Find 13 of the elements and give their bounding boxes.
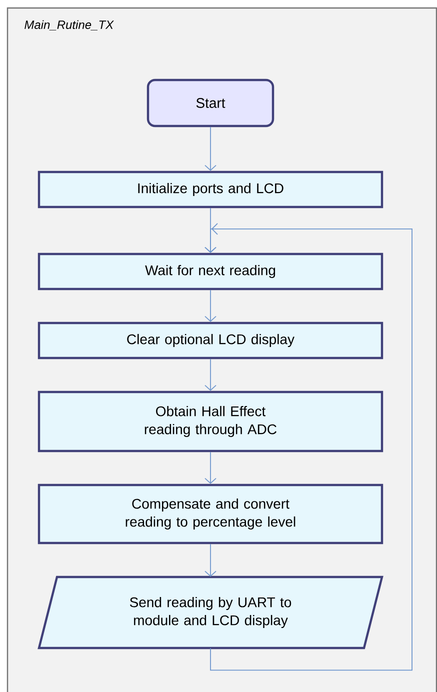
arrow <box>204 358 216 391</box>
process-box: Clear optional LCD display <box>38 322 384 360</box>
start-terminal: Start <box>146 78 274 128</box>
arrow <box>204 126 216 171</box>
process-box: Wait for next reading <box>38 252 384 290</box>
process-box: Initialize ports and LCD <box>38 170 384 208</box>
arrow <box>204 222 412 671</box>
arrow <box>204 290 216 322</box>
input-output-parallelogram: Send reading by UART to module and LCD display <box>38 576 384 650</box>
process-box: Compensate and convert reading to percentage level <box>38 484 384 544</box>
arrow <box>204 452 216 484</box>
process-box: Obtain Hall Effect reading through ADC <box>38 390 384 452</box>
arrow <box>204 544 216 577</box>
